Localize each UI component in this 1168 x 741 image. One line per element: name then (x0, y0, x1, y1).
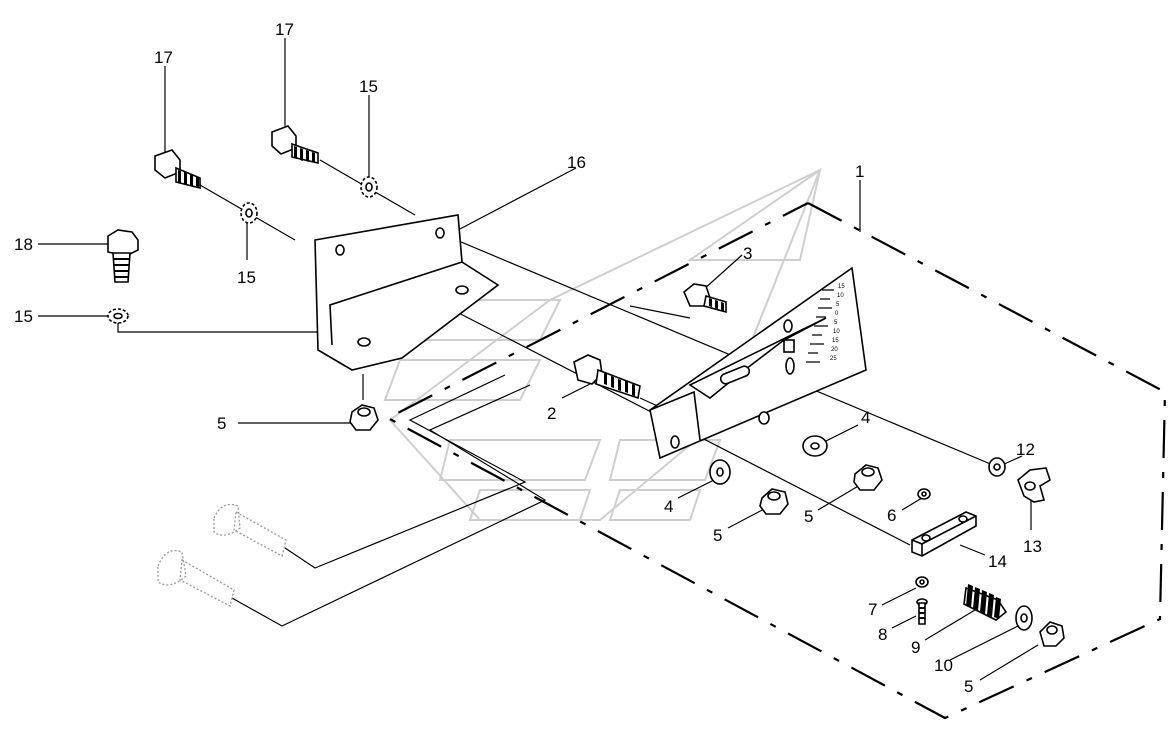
callout-4-right: 4 (861, 408, 870, 427)
svg-text:5: 5 (836, 302, 840, 308)
svg-text:10: 10 (837, 293, 844, 299)
callout-16: 16 (567, 153, 586, 172)
callout-10: 10 (934, 656, 953, 675)
washer-12 (988, 457, 1006, 477)
callout-labels: 17 17 15 16 1 3 18 15 15 2 5 4 12 4 5 5 … (14, 20, 1042, 696)
callout-8: 8 (878, 625, 887, 644)
svg-text:0: 0 (835, 311, 839, 317)
svg-text:10: 10 (833, 329, 840, 335)
svg-text:20: 20 (831, 347, 838, 353)
bolt-17-right (271, 125, 319, 165)
callout-3: 3 (743, 244, 752, 263)
bolt-17-left (154, 149, 201, 190)
washer-4-left (709, 459, 731, 485)
callout-9: 9 (911, 638, 920, 657)
bolt-3 (683, 283, 727, 314)
scale-marks: 15 10 5 0 5 10 15 20 25 (806, 284, 845, 363)
callout-5-upper: 5 (804, 507, 813, 526)
washer-4-right (802, 435, 828, 457)
nut-5-lower (759, 488, 789, 515)
washer-10 (1015, 605, 1033, 631)
callout-15-top: 15 (359, 77, 378, 96)
callout-5-bottom: 5 (964, 677, 973, 696)
carriage-bolt-ghost-lower (157, 549, 235, 607)
callout-12: 12 (1016, 440, 1035, 459)
assembly-boundary (385, 202, 1167, 720)
callout-15-mid: 15 (237, 268, 256, 287)
lock-washer-15-mid (240, 202, 258, 224)
callout-14: 14 (988, 552, 1007, 571)
screw-8 (916, 598, 928, 625)
svg-text:15: 15 (832, 338, 839, 344)
link-14 (911, 511, 977, 557)
lock-washer-15-top (360, 176, 378, 198)
bolt-2 (573, 354, 641, 400)
wing-nut-13 (1017, 467, 1051, 503)
svg-text:15: 15 (838, 284, 845, 290)
nut-5-upper (853, 464, 883, 491)
scale-bracket: 15 10 5 0 5 10 15 20 25 (649, 266, 867, 460)
callout-5-bracket: 5 (217, 414, 226, 433)
callout-6: 6 (887, 506, 896, 525)
spring-9 (963, 584, 1008, 621)
nut-5-bracket (349, 404, 379, 431)
callout-15-left: 15 (14, 307, 33, 326)
carriage-bolt-ghost-upper (213, 503, 287, 557)
lock-washer-15-left (107, 308, 129, 324)
bracket-16 (314, 214, 500, 371)
callout-17-left: 17 (154, 48, 173, 67)
washer-7 (915, 576, 929, 588)
callout-13: 13 (1023, 537, 1042, 556)
svg-text:25: 25 (830, 356, 837, 362)
callout-17-right: 17 (275, 20, 294, 39)
callout-4-left: 4 (664, 497, 673, 516)
callout-18: 18 (14, 235, 33, 254)
svg-text:5: 5 (834, 320, 838, 326)
callout-7: 7 (868, 600, 877, 619)
nut-5-bottom (1039, 621, 1065, 647)
bolt-18 (107, 229, 139, 283)
nut-6 (917, 488, 931, 500)
callout-2: 2 (547, 404, 556, 423)
callout-5-lower: 5 (713, 526, 722, 545)
callout-1: 1 (855, 162, 864, 181)
